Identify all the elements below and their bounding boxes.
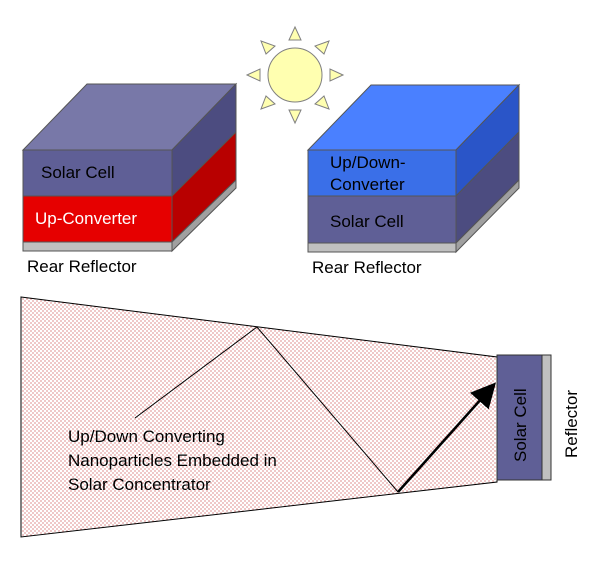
right-converter-label-line1: Up/Down- [330, 153, 406, 172]
right-reflector-layer [307, 242, 457, 253]
left-up-converter-label: Up-Converter [35, 209, 137, 228]
right-converter-label-line2: Converter [330, 175, 405, 194]
concentrator-reflector [541, 354, 552, 481]
concentrator-caption-line1: Up/Down Converting [68, 427, 225, 446]
right-layer-stack: Up/Down- Converter Solar Cell Rear Refle… [306, 83, 521, 277]
right-solar-cell-layer [307, 195, 457, 244]
solar-concentrator: Up/Down Converting Nanoparticles Embedde… [20, 296, 581, 538]
left-solar-cell-label: Solar Cell [41, 163, 115, 182]
concentrator-caption-line3: Solar Concentrator [68, 475, 211, 494]
right-rear-reflector-label: Rear Reflector [312, 258, 422, 277]
left-reflector-layer [22, 241, 173, 252]
left-layer-stack: Solar Cell Up-Converter Rear Reflector [21, 82, 238, 276]
concentrator-solar-cell-label: Solar Cell [511, 388, 530, 462]
concentrator-body [20, 296, 498, 538]
left-up-converter-layer [22, 195, 173, 243]
light-ray-path [134, 326, 399, 493]
concentrator-reflector-label: Reflector [562, 390, 581, 458]
concentrator-caption-line2: Nanoparticles Embedded in [68, 451, 277, 470]
concentrator-solar-cell [496, 354, 543, 481]
sun-icon [245, 25, 345, 125]
left-rear-reflector-label: Rear Reflector [27, 257, 137, 276]
right-solar-cell-label: Solar Cell [330, 212, 404, 231]
light-ray-arrow [397, 382, 496, 493]
left-solar-cell-layer [22, 149, 173, 197]
